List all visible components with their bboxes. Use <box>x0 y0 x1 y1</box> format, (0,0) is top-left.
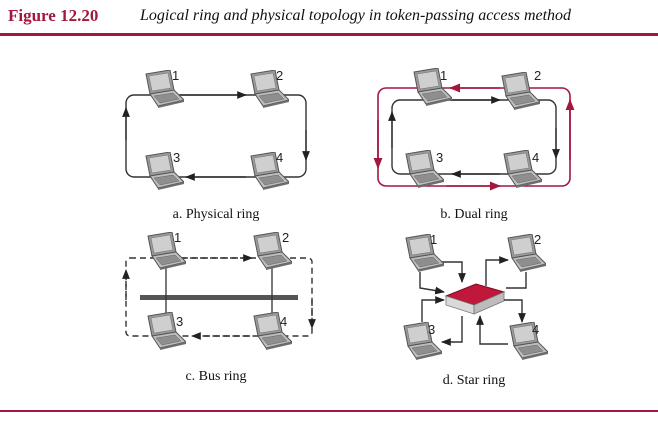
station-label: 1 <box>174 230 181 245</box>
station-label: 4 <box>280 314 287 329</box>
panel-caption: b. Dual ring <box>440 207 507 222</box>
station-label: 3 <box>436 150 443 165</box>
footer-rule <box>0 410 658 412</box>
station-label: 1 <box>172 68 179 83</box>
panel-caption: d. Star ring <box>443 373 506 388</box>
station-label: 2 <box>534 232 541 247</box>
panel-physical-ring: 1 2 3 4 a. Physical ring <box>122 68 310 222</box>
header-rule <box>0 33 658 36</box>
station-label: 1 <box>430 232 437 247</box>
hub-icon <box>444 283 506 315</box>
station-label: 4 <box>276 150 283 165</box>
station-label: 3 <box>428 322 435 337</box>
figure-header: Figure 12.20 Logical ring and physical t… <box>0 0 658 36</box>
laptop-icon <box>250 152 289 191</box>
panel-bus-ring: 1 2 3 4 c. Bus ring <box>122 230 316 384</box>
panel-caption: a. Physical ring <box>173 207 260 222</box>
station-label: 3 <box>176 314 183 329</box>
laptop-icon <box>509 322 548 361</box>
laptop-icon <box>405 234 444 273</box>
station-label: 1 <box>440 68 447 83</box>
station-label: 3 <box>173 150 180 165</box>
station-label: 4 <box>532 150 539 165</box>
station-label: 4 <box>532 322 539 337</box>
bus-cable <box>140 295 298 300</box>
station-label: 2 <box>534 68 541 83</box>
laptop-icon <box>250 70 289 109</box>
station-label: 2 <box>282 230 289 245</box>
figure-title: Logical ring and physical topology in to… <box>140 7 572 24</box>
panel-star-ring: 1 2 3 4 d. Star ring <box>403 232 548 388</box>
panel-caption: c. Bus ring <box>185 369 246 384</box>
station-label: 2 <box>276 68 283 83</box>
panel-dual-ring: 1 2 3 4 b. Dual ring <box>373 68 575 222</box>
outer-ring-path <box>377 87 571 187</box>
laptop-icon <box>403 322 442 361</box>
figure-number: Figure 12.20 <box>8 6 99 25</box>
